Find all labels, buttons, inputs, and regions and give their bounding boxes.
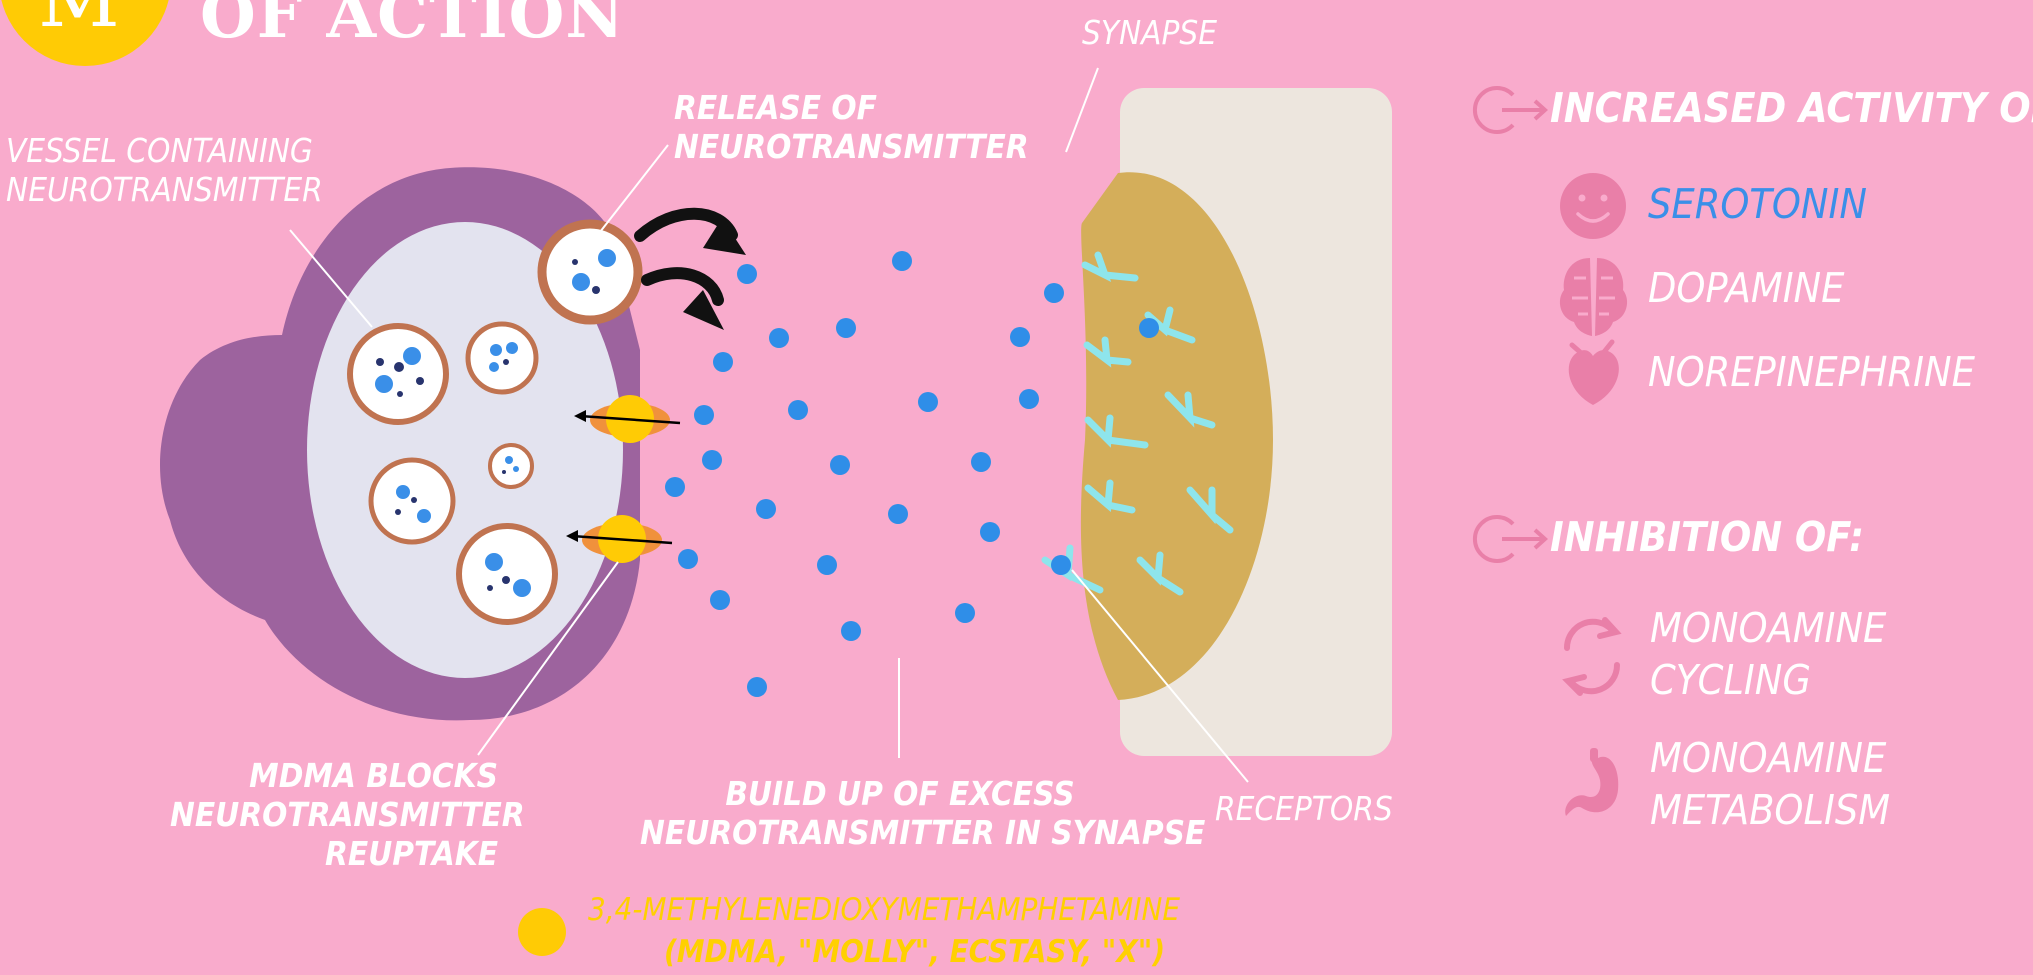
heart-icon <box>1569 342 1619 405</box>
dopamine-label: DOPAMINE <box>1648 262 1844 314</box>
receptors-label: RECEPTORS <box>1215 790 1393 829</box>
mdma-legend-dot <box>518 908 566 956</box>
mdma-legend-name: 3,4-METHYLENEDIOXYMETHAMPHETAMINE <box>588 892 1180 929</box>
serotonin-label: SEROTONIN <box>1648 178 1867 230</box>
stomach-icon <box>1565 748 1618 816</box>
cycle-icon <box>1567 620 1617 693</box>
mdma-legend-aliases: (MDMA, "MOLLY", ECSTASY, "X") <box>664 934 1165 971</box>
release-arrows <box>640 214 746 330</box>
page-title: OF ACTION <box>200 0 625 54</box>
increased-heading: INCREASED ACTIVITY OF: <box>1550 84 2033 132</box>
title-letter: M <box>38 0 120 46</box>
norepinephrine-label: NOREPINEPHRINE <box>1648 346 1975 398</box>
inhibition-arrow-icon <box>1475 517 1545 561</box>
synapse-label: SYNAPSE <box>1082 14 1217 53</box>
increased-arrow-icon <box>1475 88 1545 132</box>
brain-icon <box>1560 258 1627 336</box>
inhibition-heading: INHIBITION OF: <box>1550 513 1864 561</box>
smiley-icon <box>1560 173 1626 239</box>
